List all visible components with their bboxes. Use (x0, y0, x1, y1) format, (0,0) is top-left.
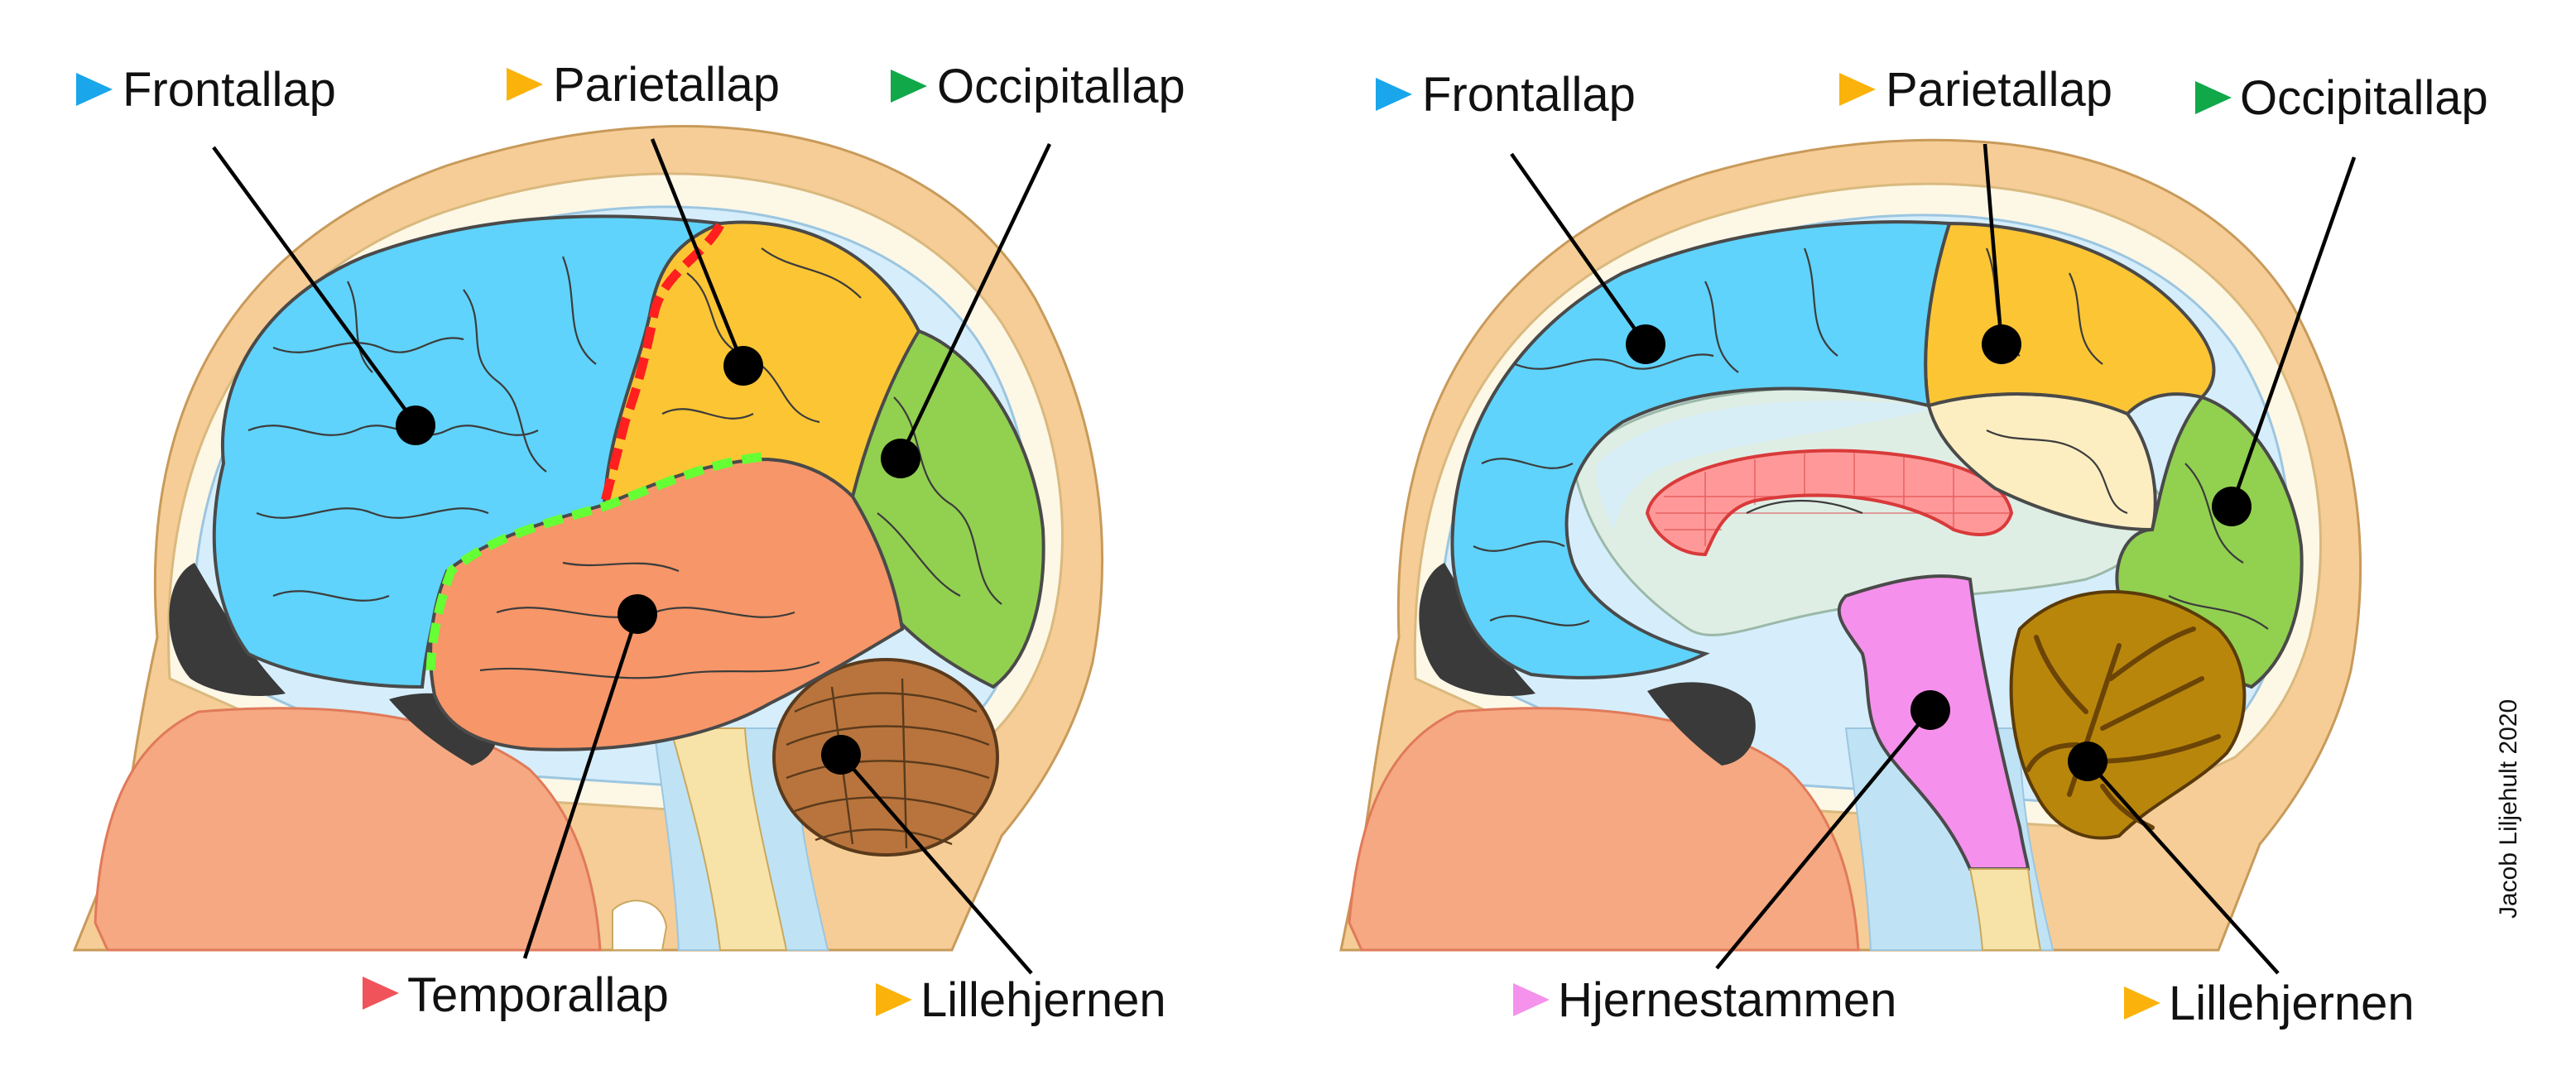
triangle-right-icon (2124, 986, 2160, 1020)
leader-left-frontal (212, 146, 417, 425)
leader-left-occipital (898, 143, 1052, 458)
label-left-frontal: Frontallap (123, 63, 336, 117)
right-corpus-callosum-hatch (1656, 452, 2011, 546)
triangle-right-icon (76, 73, 113, 106)
leader-lines (212, 138, 2357, 975)
left-lateral-sulcus (425, 452, 762, 671)
right-brainstem-spinal-cord (1968, 868, 2042, 951)
label-right-occipital: Occipitallap (2240, 71, 2488, 125)
label-right-cerebellum: Lillehjernen (2169, 977, 2415, 1030)
dot-marker-icon (2068, 742, 2107, 781)
right-sinus-sphenoid (1647, 682, 1756, 766)
leader-right-occipital (2229, 156, 2357, 507)
label-left-occipital: Occipitallap (937, 60, 1185, 113)
left-diagram (72, 125, 1104, 952)
label-left-temporal: Temporallap (407, 968, 669, 1022)
leader-left-temporal (522, 613, 640, 959)
label-markers (76, 68, 2232, 1020)
right-diagram (1339, 138, 2362, 952)
leader-right-cerebellum (2086, 760, 2280, 975)
label-left-parietal: Parietallap (553, 58, 780, 112)
left-cerebellum (772, 658, 999, 857)
dot-marker-icon (1910, 690, 1950, 730)
labels: Frontallap Parietallap Occipitallap Temp… (123, 58, 2488, 1030)
right-cingulate (1596, 401, 1929, 530)
dot-marker-icon (723, 346, 763, 386)
triangle-right-icon (1376, 78, 1412, 111)
left-sinus-front (169, 563, 286, 696)
dot-marker-icon (396, 406, 435, 445)
right-nose-region (1348, 707, 1860, 952)
right-frontal-lobe (1450, 220, 1952, 679)
label-right-brainstem: Hjernestammen (1558, 973, 1896, 1027)
dot-marker-icon (1626, 324, 1665, 364)
triangle-right-icon (891, 70, 927, 103)
triangle-right-icon (876, 983, 912, 1016)
dot-marker-icon (821, 735, 861, 775)
leader-right-parietal (1982, 143, 2004, 345)
triangle-right-icon (1839, 73, 1876, 106)
left-frontal-lobe (212, 214, 721, 689)
dot-marker-icon (2212, 487, 2252, 526)
pointer-dots (396, 324, 2252, 781)
credit-text: Jacob Liljehult 2020 (2495, 699, 2522, 919)
dot-marker-icon (881, 439, 920, 478)
triangle-right-icon (507, 68, 543, 101)
label-right-parietal: Parietallap (1886, 63, 2112, 117)
left-nose-region (94, 707, 602, 952)
right-corpus-callosum (1645, 449, 2014, 557)
dot-marker-icon (618, 594, 657, 634)
leader-right-brainstem (1715, 708, 1932, 970)
dot-marker-icon (1982, 324, 2021, 364)
left-brainstem (669, 727, 788, 951)
leader-left-parietal (650, 138, 746, 367)
triangle-right-icon (363, 977, 399, 1010)
left-central-sulcus (599, 223, 724, 506)
label-right-frontal: Frontallap (1422, 68, 1636, 122)
leader-right-frontal (1510, 152, 1647, 346)
left-vertebra (612, 900, 668, 951)
triangle-right-icon (2195, 81, 2232, 114)
triangle-right-icon (1513, 983, 1550, 1016)
leader-left-cerebellum (839, 753, 1033, 975)
label-left-cerebellum: Lillehjernen (920, 973, 1166, 1027)
